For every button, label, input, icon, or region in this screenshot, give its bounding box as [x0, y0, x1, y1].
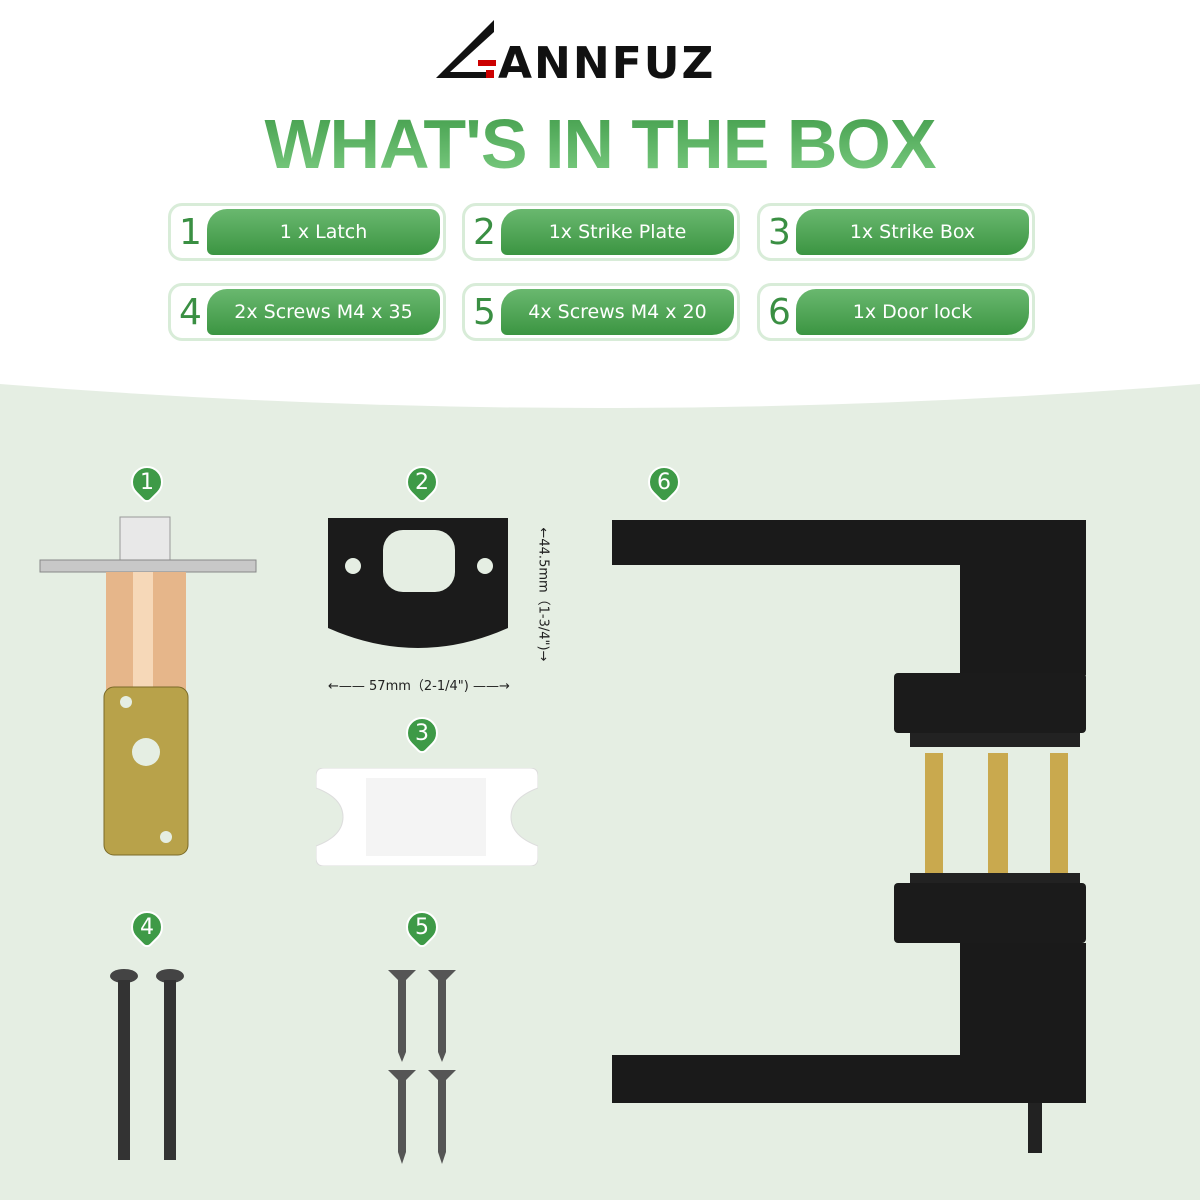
item-label: 1 x Latch	[207, 209, 440, 255]
item-number: 5	[473, 292, 496, 333]
short-screws-image	[388, 970, 456, 1164]
marker-pin: 1	[124, 459, 170, 505]
marker-pin: 2	[399, 459, 445, 505]
long-screws-image	[110, 969, 184, 1160]
item-number: 6	[768, 292, 791, 333]
latch-image	[39, 516, 257, 856]
door-lock-image	[612, 520, 1086, 1153]
height-dimension: ←44.5mm（1-3/4")→	[535, 527, 551, 662]
marker-pin: 3	[399, 710, 445, 756]
marker-pin: 6	[641, 459, 687, 505]
page-title: WHAT'S IN THE BOX	[0, 104, 1200, 184]
strike-plate-image	[328, 518, 508, 648]
item-label: 1x Door lock	[796, 289, 1029, 335]
item-label: 4x Screws M4 x 20	[501, 289, 734, 335]
item-label: 1x Strike Plate	[501, 209, 734, 255]
item-number: 4	[179, 292, 202, 333]
item-number: 3	[768, 212, 791, 253]
item-number: 1	[179, 212, 202, 253]
item-number: 2	[473, 212, 496, 253]
strike-box-image	[316, 768, 538, 866]
brand-logo: ANNFUZ	[436, 20, 715, 82]
marker-pin: 5	[399, 904, 445, 950]
brand-name: ANNFUZ	[498, 38, 715, 82]
marker-pin: 4	[124, 904, 170, 950]
background-curve	[0, 370, 1200, 408]
width-dimension: ←—— 57mm（2-1/4") ——→	[328, 679, 510, 694]
item-label: 1x Strike Box	[796, 209, 1029, 255]
item-label: 2x Screws M4 x 35	[207, 289, 440, 335]
